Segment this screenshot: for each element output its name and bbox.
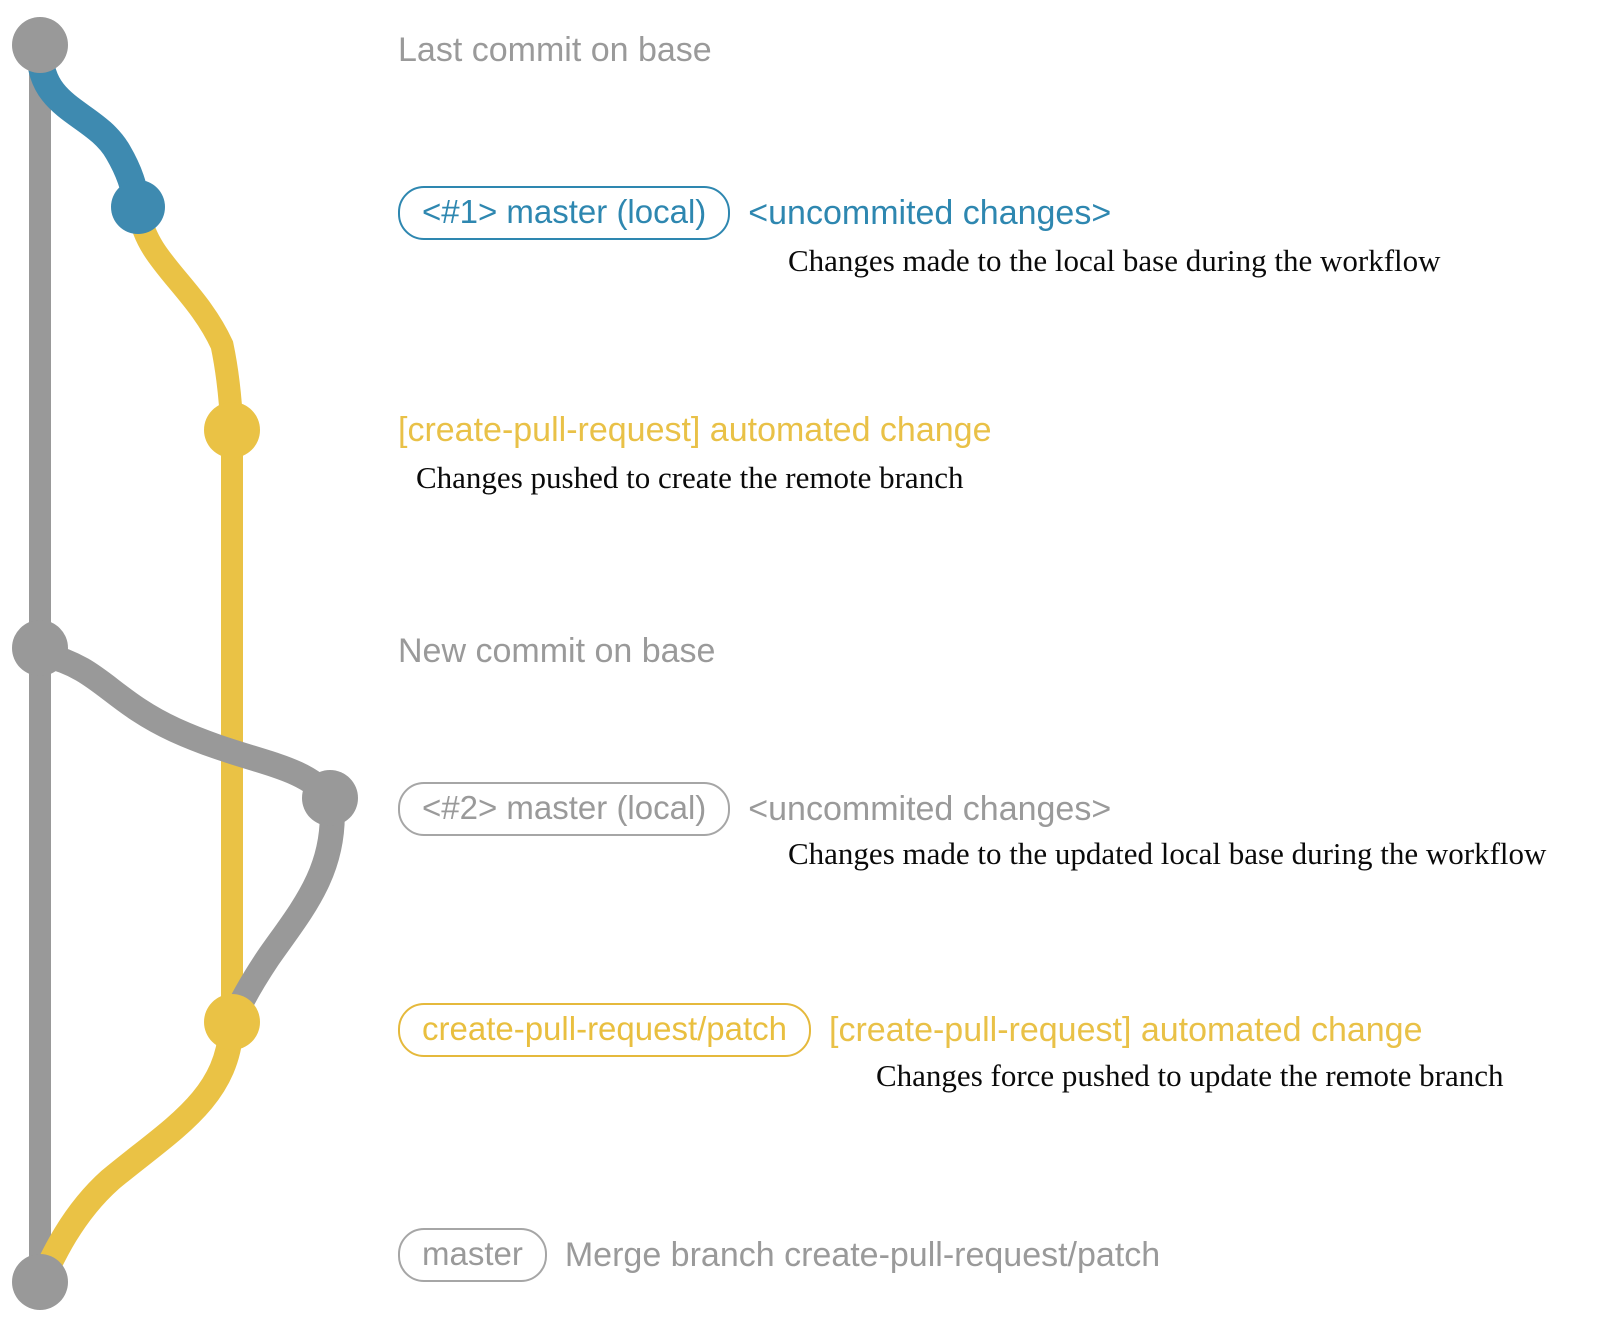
badge-local-master-2[interactable]: <#2> master (local) [398,782,731,836]
commit-message-automated-change-2: [create-pull-request] automated change [829,1011,1423,1049]
node-new-commit-on-base [12,620,68,676]
edge-patch-2-to-merge [29,1017,244,1293]
commit-row-automated-change-1: [create-pull-request] automated change [398,413,991,447]
badge-create-pull-request-patch[interactable]: create-pull-request/patch [398,1003,812,1057]
description-local-master-2: Changes made to the updated local base d… [788,836,1547,871]
edge-base-2-to-local-2 [32,642,343,811]
commit-row-automated-change-2: create-pull-request/patch [create-pull-r… [398,1003,1423,1057]
note-last-commit-on-base: Last commit on base [398,31,712,69]
commit-message-local-master-2: <uncommited changes> [748,790,1112,828]
commit-row-local-master-2: <#2> master (local) <uncommited changes> [398,782,1111,836]
description-automated-change-2: Changes force pushed to update the remot… [876,1058,1504,1093]
commit-row-merge-master: master Merge branch create-pull-request/… [398,1228,1160,1282]
description-automated-change-1: Changes pushed to create the remote bran… [416,460,964,495]
badge-master[interactable]: master [398,1228,547,1282]
note-new-commit-on-base: New commit on base [398,632,716,670]
commit-message-merge-master: Merge branch create-pull-request/patch [564,1236,1161,1274]
node-local-master-1 [111,180,165,234]
node-merge-commit-master [12,1254,68,1310]
node-local-master-2 [302,770,358,826]
badge-local-master-1[interactable]: <#1> master (local) [398,186,731,240]
node-automated-change-1 [204,402,260,458]
node-automated-change-2 [204,994,260,1050]
commit-message-automated-change-1: [create-pull-request] automated change [398,411,992,449]
commit-row-local-master-1: <#1> master (local) <uncommited changes> [398,186,1111,240]
node-last-commit-on-base [12,17,68,73]
description-local-master-1: Changes made to the local base during th… [788,243,1441,278]
commit-message-local-master-1: <uncommited changes> [748,194,1112,232]
